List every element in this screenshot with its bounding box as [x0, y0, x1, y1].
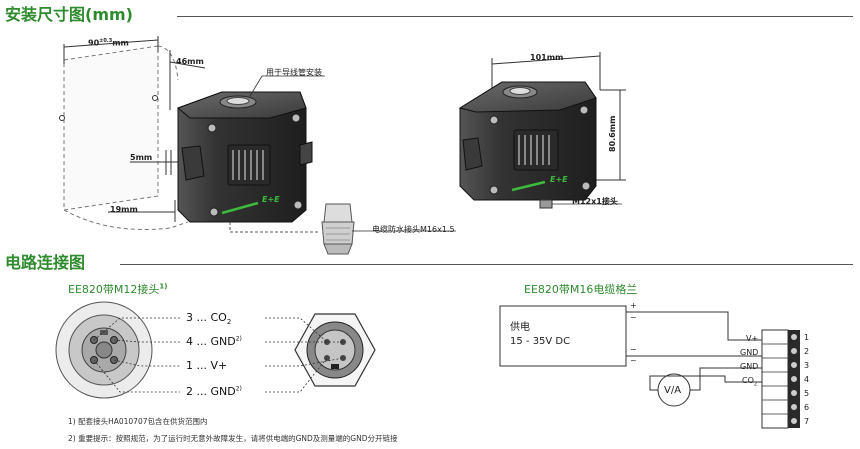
gland-label: 电缆防水接头M16x1.5: [372, 225, 455, 234]
installation-title: 安装尺寸图(mm): [5, 5, 133, 24]
term-vplus: V+: [746, 334, 759, 343]
dim-5: [130, 150, 186, 175]
pin-1-label: 1 ... V+: [186, 359, 228, 372]
pin-leaders: [93, 317, 344, 393]
dim-19: [108, 200, 176, 222]
pin-2-label: 2 ... GND2): [186, 385, 242, 398]
title-rule: [177, 16, 853, 17]
brand-logo: E+E: [262, 195, 280, 204]
sensor-housing-right: E+E: [458, 81, 597, 209]
minus-sign: −: [630, 345, 637, 354]
supply-label: 供电: [510, 322, 530, 333]
conduit-label: 用于导线管安装: [266, 68, 322, 77]
footnote-1: 1) 配套接头HA010707包含在供货范围内: [68, 417, 208, 426]
term-gnd: GND: [740, 362, 759, 371]
terminal-number: 7: [804, 417, 810, 426]
term-gnd: GND: [740, 348, 759, 357]
meter-label: V/A: [664, 385, 682, 396]
pin-3-label: 3 ... CO2: [186, 311, 232, 327]
m12-connector-face: [55, 301, 153, 399]
dim-90-label: 90±0.3mm: [88, 38, 129, 48]
dim-90: [63, 36, 159, 64]
dim-46: [169, 50, 206, 110]
dim-5-label: 5mm: [130, 153, 153, 162]
m12-joint-label: M12x1接头: [572, 197, 618, 206]
dim-101-label: 101mm: [530, 53, 564, 62]
sensor-housing-left: E+E: [177, 91, 313, 223]
circuit-title: 电路连接图: [5, 253, 86, 272]
terminal-number: 4: [804, 375, 810, 384]
m12-connector-socket: [294, 313, 376, 387]
tilde-sign: ~: [630, 356, 637, 365]
brand-logo: E+E: [550, 175, 568, 184]
footnote-2: 2) 重要提示：按照规范，为了运行时无意外故障发生，请将供电端的GND及测量端的…: [68, 434, 398, 443]
terminal-number: 6: [804, 403, 810, 412]
cable-gland: [229, 203, 456, 255]
m16-title: EE820带M16电缆格兰: [524, 283, 638, 296]
m16-wiring: [499, 305, 800, 429]
terminal-number: 5: [804, 389, 810, 398]
title-rule: [120, 264, 853, 265]
terminal-number: 2: [804, 347, 810, 356]
terminal-number: 3: [804, 361, 810, 370]
dim-80-6-label: 80.6mm: [608, 115, 617, 152]
term-co2: CO2: [742, 376, 758, 388]
terminal-number: 1: [804, 333, 810, 342]
supply-range: 15 - 35V DC: [510, 336, 571, 347]
dim-80-6: [596, 89, 626, 181]
pin-4-label: 4 ... GND2): [186, 335, 242, 348]
dim-46-label: 46mm: [176, 57, 204, 66]
plus-sign: +: [630, 301, 637, 310]
m12-title: EE820带M12接头1): [68, 282, 168, 296]
mounting-bracket-outline: [59, 45, 189, 230]
tilde-sign: ~: [630, 313, 637, 322]
dim-19-label: 19mm: [110, 205, 138, 214]
